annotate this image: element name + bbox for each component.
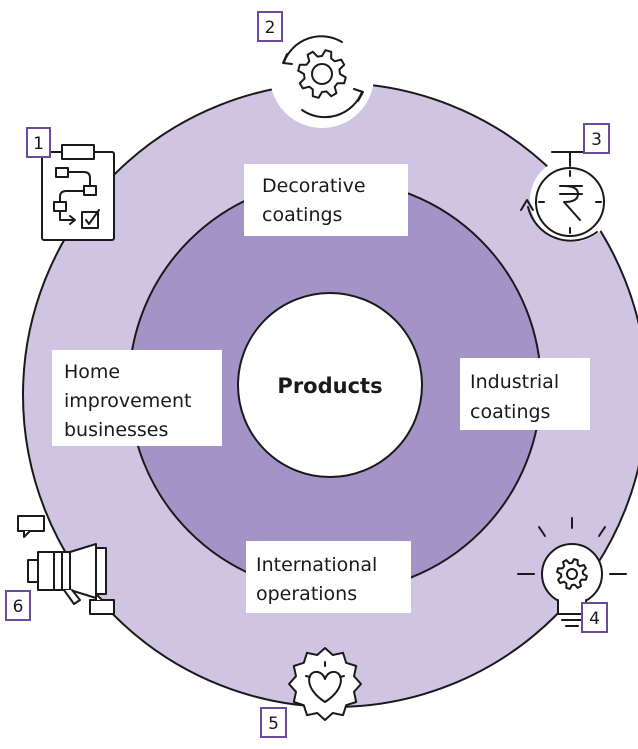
segment-line: coatings <box>262 204 342 226</box>
clipboard-flowchart-icon <box>41 144 115 241</box>
segment-industrial-coatings: Industrial coatings <box>460 358 590 430</box>
center-circle <box>237 292 423 478</box>
heart-badge-icon <box>288 647 362 721</box>
marker-2: 2 <box>257 11 283 42</box>
center-label: Products <box>277 374 382 398</box>
megaphone-icon <box>17 515 115 615</box>
segment-line: International <box>256 554 377 576</box>
marker-number: 2 <box>265 18 276 38</box>
marker-3: 3 <box>583 123 610 154</box>
segment-line: improvement <box>64 390 192 412</box>
segment-box <box>246 541 411 613</box>
marker-5: 5 <box>260 707 287 738</box>
segment-line: Home <box>64 361 120 383</box>
marker-number: 3 <box>591 130 602 150</box>
marker-6: 6 <box>5 590 31 621</box>
marker-1: 1 <box>26 127 51 158</box>
segment-home-improvement: Home improvement businesses <box>52 350 222 446</box>
segment-line: coatings <box>470 401 550 423</box>
segment-line: Decorative <box>262 175 366 197</box>
segment-line: Industrial <box>470 371 559 393</box>
marker-number: 6 <box>13 597 24 617</box>
segment-line: businesses <box>64 419 168 441</box>
marker-4: 4 <box>581 602 608 633</box>
segment-box <box>52 350 222 446</box>
segment-line: operations <box>256 583 357 605</box>
rupee-stopwatch-icon <box>520 151 614 242</box>
marker-number: 5 <box>268 714 279 734</box>
segment-decorative-coatings: Decorative coatings <box>244 164 408 236</box>
marker-number: 4 <box>589 609 600 629</box>
segment-international-operations: International operations <box>246 541 411 613</box>
segment-box <box>460 358 590 430</box>
gear-cycle-icon <box>270 24 374 128</box>
marker-number: 1 <box>33 134 44 154</box>
segment-box <box>244 164 408 236</box>
